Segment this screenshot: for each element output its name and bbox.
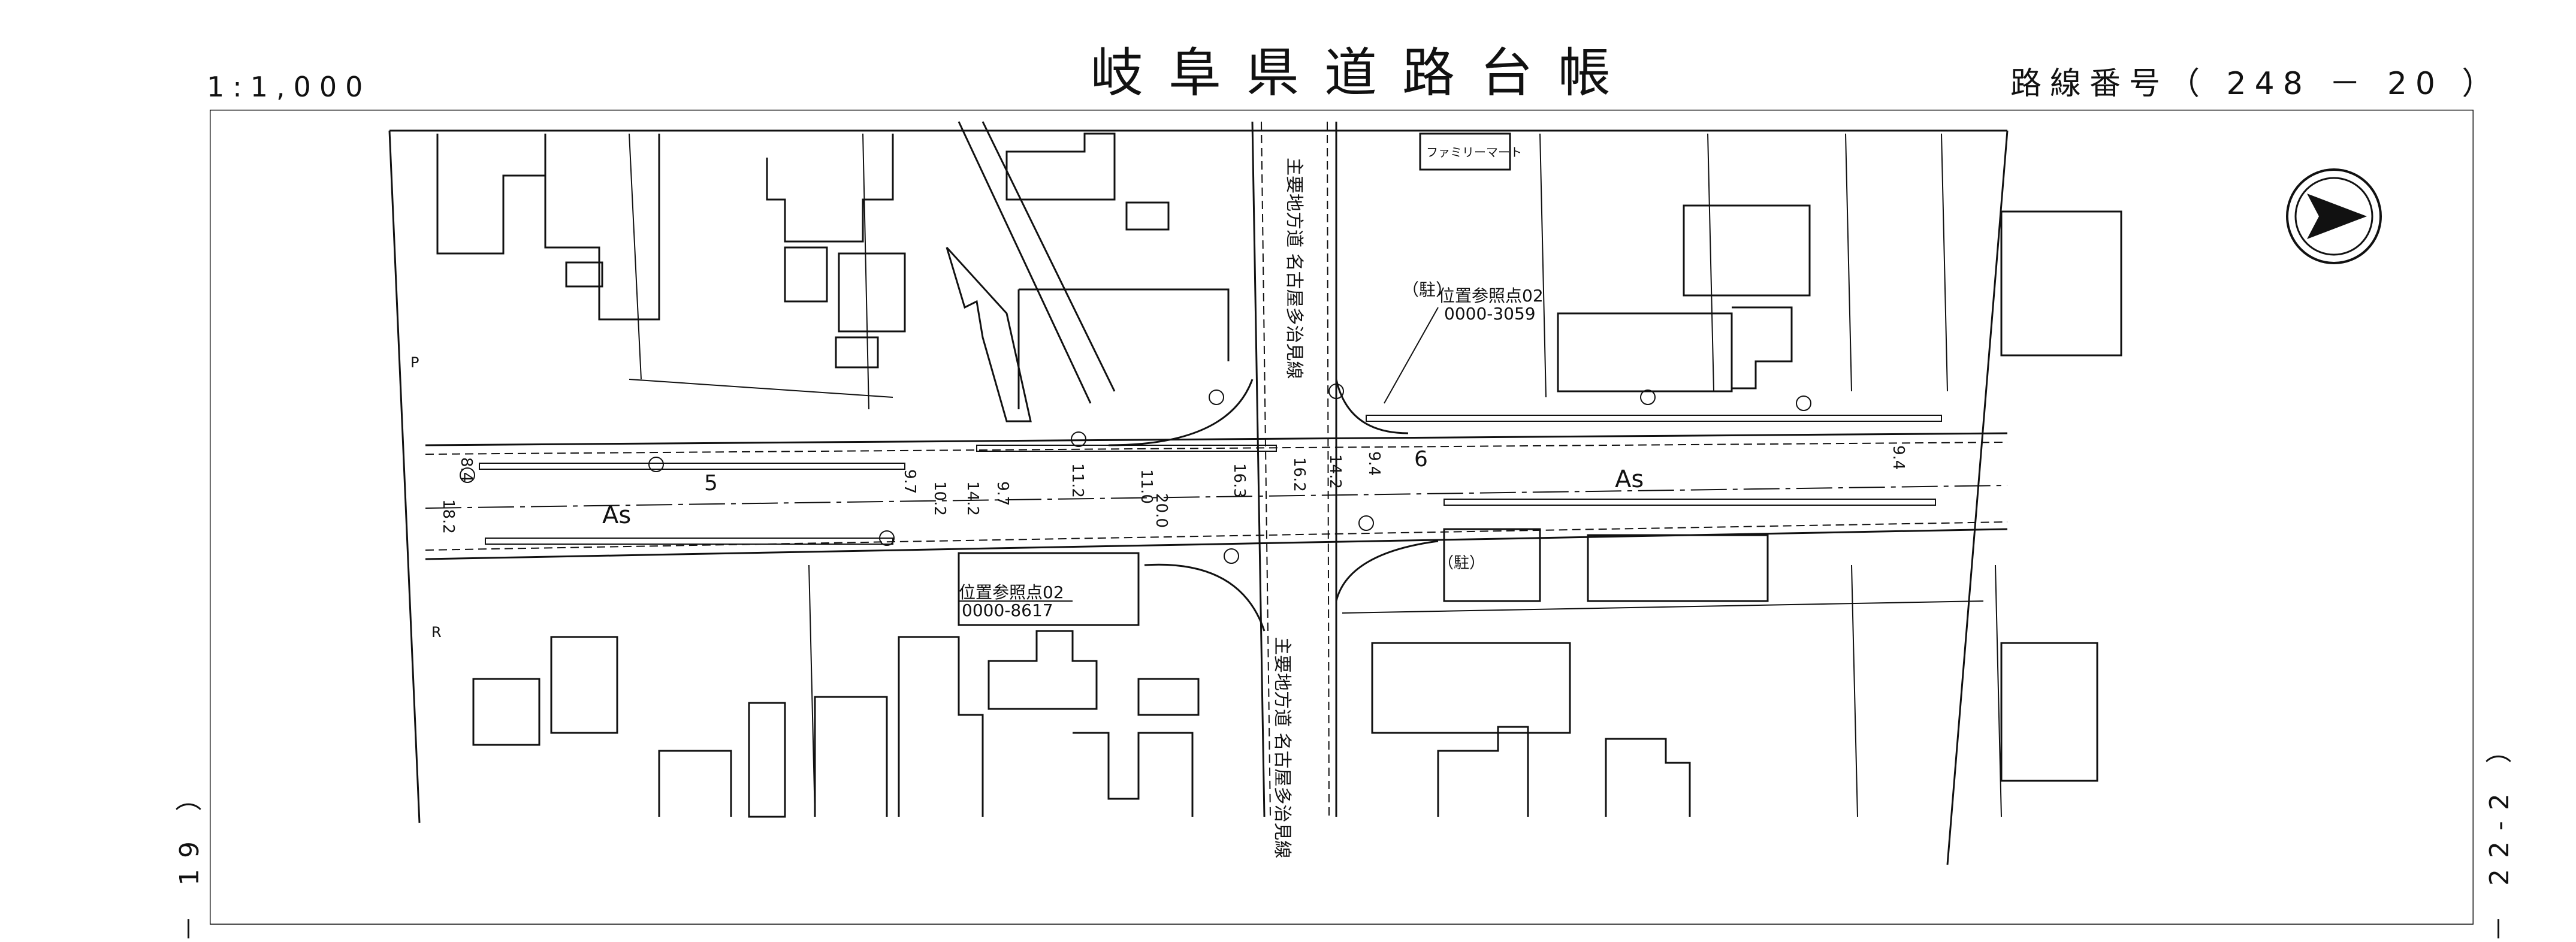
r-mark: R	[431, 624, 442, 641]
parking-top: （駐）	[1402, 280, 1452, 300]
utility-markers	[460, 384, 1811, 564]
main-road	[425, 415, 2008, 560]
station-label-right: 6	[1414, 447, 1428, 472]
station-label-left: 5	[704, 471, 718, 496]
left-sheet-ref: － 19 ）	[174, 774, 205, 942]
map-frame: ファミリーマート 主要地方道 名古屋多治見線 主要地方道 名古屋多治見線 位置参…	[210, 110, 2474, 925]
dim-11-2: 11.2	[1068, 463, 1086, 498]
ref-point-top-code: 0000-3059	[1444, 304, 1536, 324]
parcel-lines	[629, 133, 2002, 817]
dim-16-3: 16.3	[1230, 463, 1248, 498]
parking-bottom: （駐）	[1438, 554, 1485, 572]
dim-9-4a: 9.4	[1365, 451, 1383, 476]
surface-label-left: As	[602, 502, 631, 529]
dim-14-2b: 14.2	[1326, 454, 1344, 489]
dim-14-2a: 14.2	[964, 481, 982, 516]
buildings	[436, 132, 2122, 818]
right-sheet-ref: － 22-2 ）	[2484, 726, 2515, 942]
dim-9-7b: 9.7	[993, 481, 1011, 506]
north-arrow-icon	[2286, 168, 2382, 264]
dim-11-0: 11.0	[1137, 469, 1155, 504]
dim-18-2: 18.2	[439, 499, 457, 534]
ref-point-bottom-name: 位置参照点02	[959, 582, 1064, 602]
dim-10-2: 10.2	[931, 481, 949, 516]
ref-point-top-name: 位置参照点02	[1438, 286, 1544, 306]
page-title: 岐阜県道路台帳	[1091, 42, 1636, 104]
dim-9-7a: 9.7	[901, 469, 919, 494]
road-label-bottom: 主要地方道 名古屋多治見線	[1272, 637, 1292, 859]
dim-9-4b: 9.4	[1889, 445, 1907, 470]
scale-label: 1:1,000	[207, 71, 372, 103]
p-mark: P	[410, 354, 419, 371]
map-boundary	[388, 129, 2009, 865]
store-label: ファミリーマート	[1426, 145, 1522, 159]
route-number: 路線番号（ 248 － 20 ）	[2010, 66, 2502, 102]
dim-20-0: 20.0	[1152, 493, 1170, 528]
surface-label-right: As	[1615, 466, 1644, 493]
ref-point-bottom-code: 0000-8617	[962, 600, 1053, 620]
dim-16-2: 16.2	[1290, 457, 1308, 492]
cross-road	[958, 121, 1439, 817]
road-label-top: 主要地方道 名古屋多治見線	[1284, 158, 1304, 379]
